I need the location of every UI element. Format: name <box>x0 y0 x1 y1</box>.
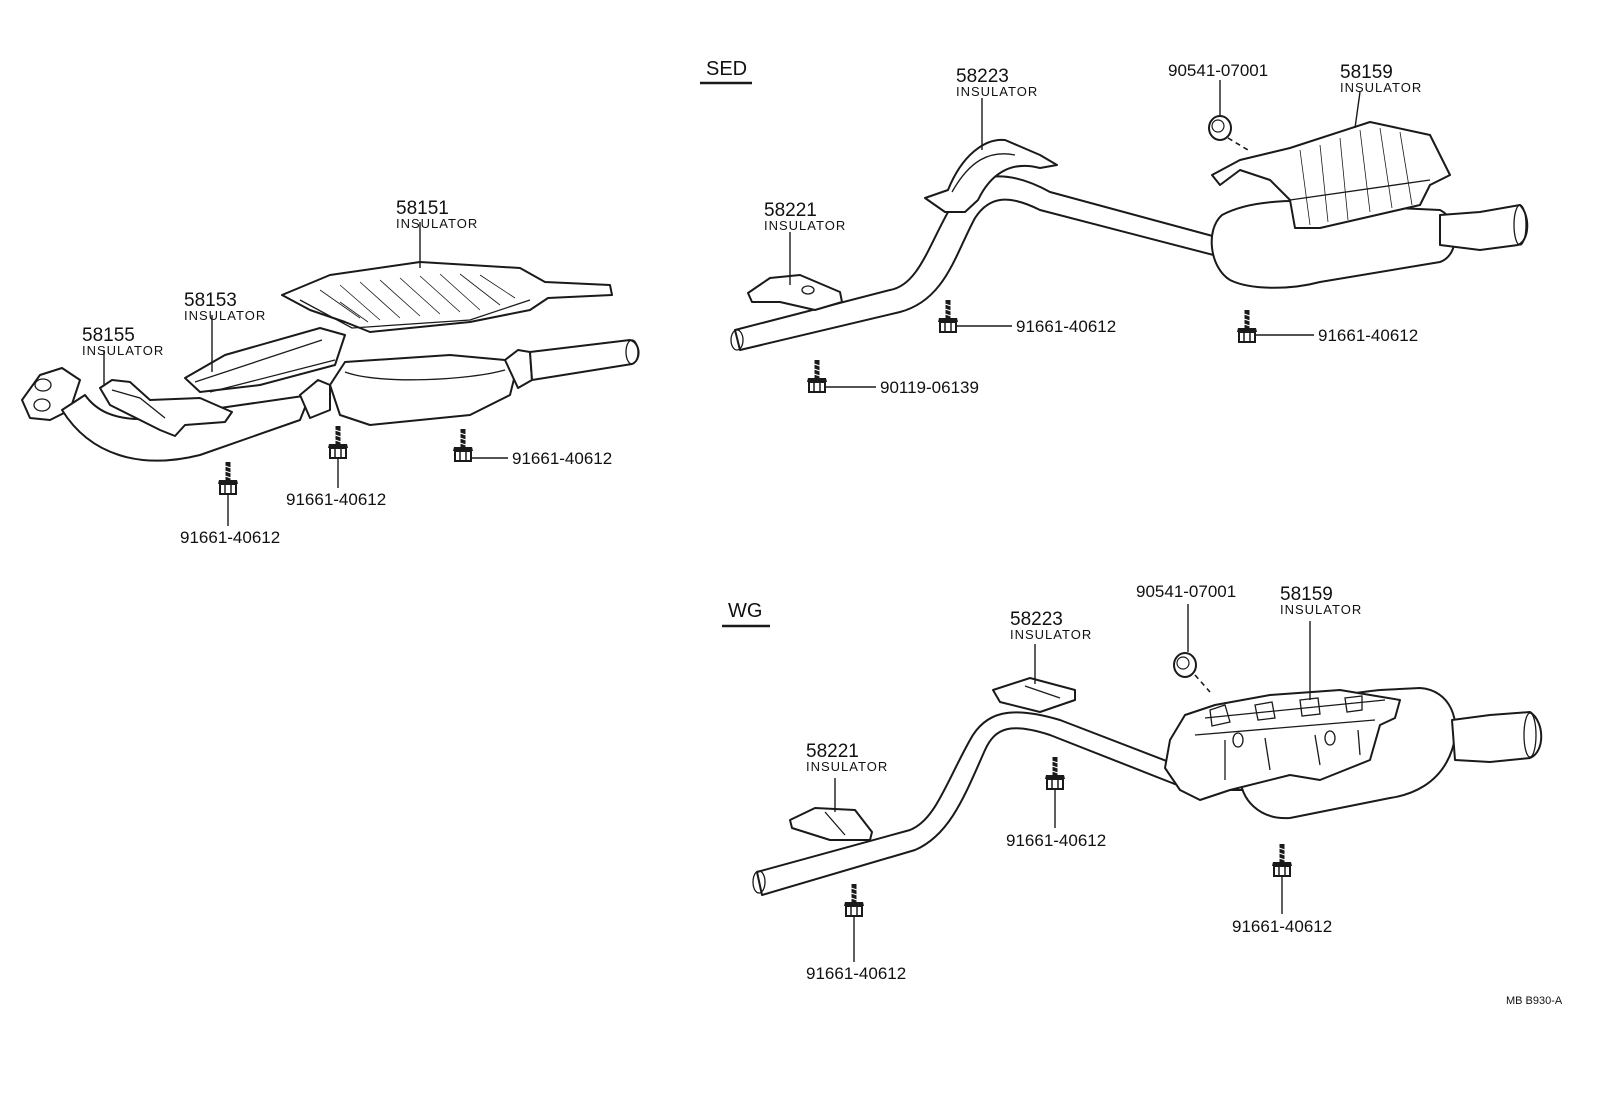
part-name-58159: INSULATOR <box>1280 602 1362 617</box>
sed-leader-lines <box>789 80 1361 388</box>
wg-insulator-58223 <box>992 677 1076 713</box>
part-number-58153: 58153 <box>184 290 237 311</box>
figure-code: MB B930-A <box>1506 995 1563 1007</box>
section-title-sed: SED <box>706 58 747 80</box>
front-exhaust-pipe <box>21 339 640 462</box>
part-name-58155: INSULATOR <box>82 343 164 358</box>
bolt-icon <box>807 360 827 392</box>
bolt-part-number: 91661-40612 <box>1232 917 1332 936</box>
part-number-58223: 58223 <box>1010 609 1063 630</box>
bolt-part-number: 90119-06139 <box>880 378 979 397</box>
part-name-58151: INSULATOR <box>396 216 478 231</box>
wg-insulator-58221 <box>789 807 873 841</box>
bolt-part-number: 91661-40612 <box>286 490 386 509</box>
bolt-part-number: 91661-40612 <box>806 964 906 983</box>
bolt-part-number: 91661-40612 <box>180 528 280 547</box>
bolt-part-number: 91661-40612 <box>1318 326 1418 345</box>
insulator-58153 <box>184 327 346 393</box>
front-labels: 58151 INSULATOR 58153 INSULATOR 58155 IN… <box>82 198 612 547</box>
part-name-58153: INSULATOR <box>184 308 266 323</box>
wg-insulator-58159 <box>1164 689 1401 801</box>
part-number-58223: 58223 <box>956 66 1009 87</box>
front-leader-lines <box>103 222 508 526</box>
insulator-58155 <box>99 379 233 437</box>
section-title-wg: WG <box>728 600 762 622</box>
clip-icon <box>1173 652 1197 678</box>
wg-leader-lines <box>834 604 1311 962</box>
part-name-58221: INSULATOR <box>806 759 888 774</box>
bolt-icon <box>1272 844 1292 876</box>
part-name-58223: INSULATOR <box>1010 627 1092 642</box>
sed-exhaust-assembly: SED <box>700 58 1529 397</box>
part-name-58223: INSULATOR <box>956 84 1038 99</box>
part-name-58221: INSULATOR <box>764 218 846 233</box>
wg-exhaust-assembly: WG <box>722 582 1543 983</box>
part-number-58151: 58151 <box>396 198 449 219</box>
part-number-58221: 58221 <box>806 741 859 762</box>
clip-part-number: 90541-07001 <box>1136 582 1236 601</box>
insulator-58151 <box>281 261 613 333</box>
bolt-icon <box>328 426 348 458</box>
bolt-icon <box>938 300 958 332</box>
front-exhaust-assembly: 58151 INSULATOR 58153 INSULATOR 58155 IN… <box>21 198 640 547</box>
bolt-part-number: 91661-40612 <box>1016 317 1116 336</box>
clip-icon <box>1208 115 1232 141</box>
part-number-58221: 58221 <box>764 200 817 221</box>
sed-insulator-58221 <box>747 274 843 311</box>
bolt-icon <box>453 429 473 461</box>
part-number-58159: 58159 <box>1340 62 1393 83</box>
bolt-part-number: 91661-40612 <box>1006 831 1106 850</box>
sed-insulator-58159 <box>1211 121 1451 229</box>
part-number-58159: 58159 <box>1280 584 1333 605</box>
bolt-part-number: 91661-40612 <box>512 449 612 468</box>
wg-labels: 90541-07001 58159 INSULATOR 58223 INSULA… <box>806 582 1362 983</box>
bolt-icon <box>844 884 864 916</box>
part-name-58159: INSULATOR <box>1340 80 1422 95</box>
part-number-58155: 58155 <box>82 325 135 346</box>
wg-tailpipe <box>752 687 1543 896</box>
sed-insulator-58223 <box>924 138 1058 213</box>
bolt-icon <box>218 462 238 494</box>
sed-labels: 58223 INSULATOR 58221 INSULATOR 90541-07… <box>764 61 1422 397</box>
bolt-icon <box>1045 757 1065 789</box>
sed-tailpipe <box>730 175 1529 351</box>
bolt-icon <box>1237 310 1257 342</box>
clip-part-number: 90541-07001 <box>1168 61 1268 80</box>
